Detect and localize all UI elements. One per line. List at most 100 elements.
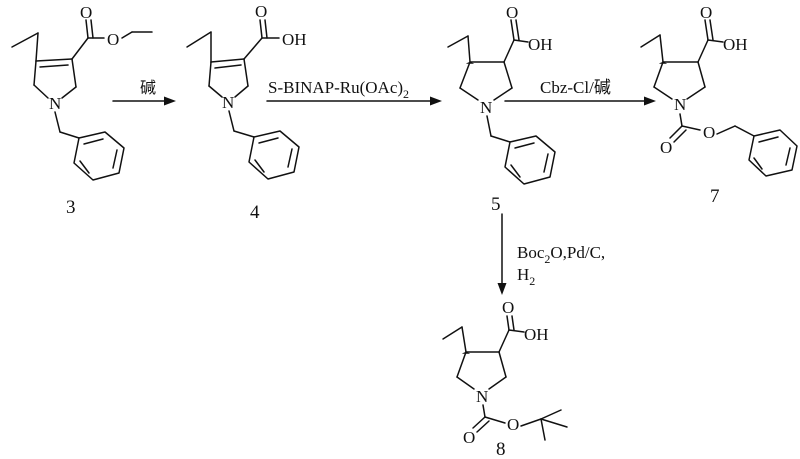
- bond: [686, 86, 706, 100]
- bond: [520, 418, 542, 427]
- bond: [121, 31, 133, 39]
- bond: [233, 130, 255, 138]
- bond: [71, 37, 89, 60]
- reagent-h-subscript: 2: [529, 274, 535, 288]
- carbamate-carbonyl-oxygen: O: [660, 138, 672, 157]
- bond: [734, 125, 755, 137]
- ring-double-bond: [258, 137, 279, 144]
- catalyst-main: S-BINAP-Ru(OAc): [268, 78, 403, 97]
- arrow-head: [430, 96, 442, 106]
- hydroxyl: OH: [528, 35, 553, 54]
- bond: [208, 61, 212, 87]
- arrow-head: [497, 283, 507, 295]
- bond: [493, 87, 513, 101]
- bond: [486, 115, 492, 137]
- double-bond: [511, 315, 515, 331]
- catalyst-subscript: 2: [403, 87, 409, 101]
- bond: [456, 376, 475, 390]
- bond: [503, 39, 515, 63]
- bond: [498, 351, 507, 378]
- nitrogen: N: [674, 95, 686, 114]
- ring-double-bond: [254, 159, 265, 173]
- bond: [447, 35, 469, 48]
- bond: [442, 326, 463, 340]
- nitrogen: N: [480, 98, 492, 117]
- reagent-line-2: H2: [517, 265, 535, 288]
- bond: [456, 351, 467, 378]
- double-bond: [472, 416, 486, 429]
- bond: [513, 39, 529, 43]
- benzene-ring: [248, 130, 300, 180]
- carbonyl-oxygen: O: [506, 3, 518, 22]
- arrow-head: [164, 96, 176, 106]
- reagent-text: Cbz-Cl/碱: [540, 78, 611, 97]
- compound-label: 5: [491, 194, 501, 215]
- compound-7: O OH N O O 7: [640, 3, 798, 207]
- bond: [461, 326, 467, 353]
- compound-4: O OH N 4: [186, 2, 307, 223]
- ring-double-bond: [758, 136, 779, 143]
- bond: [640, 34, 661, 48]
- reagent-boc-subscript: 2: [544, 252, 550, 266]
- double-bond: [85, 19, 89, 39]
- double-bond: [669, 125, 683, 139]
- carbonyl-oxygen: O: [700, 3, 712, 22]
- carbamate-oxygen: O: [507, 415, 519, 434]
- nitrogen: N: [222, 93, 234, 112]
- bond: [71, 58, 77, 88]
- carbamate-oxygen: O: [703, 123, 715, 142]
- benzene-ring: [748, 129, 798, 177]
- bond: [707, 39, 724, 43]
- reagent-cbz: Cbz-Cl/碱: [540, 78, 611, 97]
- ring-double-bond: [79, 160, 90, 174]
- bond: [33, 60, 37, 86]
- ring-double-bond: [514, 142, 535, 149]
- hydroxyl: OH: [723, 35, 748, 54]
- arrow-3-to-4: 碱: [112, 78, 176, 106]
- bond: [681, 125, 701, 131]
- hydroxyl: OH: [282, 30, 307, 49]
- bond: [467, 35, 471, 63]
- ring-double-bond: [83, 138, 104, 145]
- compound-label: 8: [496, 439, 506, 459]
- arrow-5-to-7: Cbz-Cl/碱: [504, 78, 656, 106]
- bond: [61, 86, 77, 99]
- bond: [540, 418, 546, 441]
- double-bond-inner: [39, 64, 69, 68]
- ring-double-bond: [785, 147, 791, 166]
- double-bond-inner: [214, 64, 242, 69]
- bond: [35, 32, 39, 62]
- bond: [54, 111, 61, 133]
- bond: [716, 125, 736, 135]
- bond: [697, 61, 706, 88]
- reagent-line-1: Boc2O,Pd/C,: [517, 243, 605, 266]
- bond: [498, 329, 510, 353]
- double-bond: [476, 420, 490, 433]
- bond: [33, 84, 49, 99]
- bond: [482, 404, 486, 418]
- double-bond: [506, 315, 510, 331]
- bond: [208, 85, 223, 98]
- carbamate-carbonyl-oxygen: O: [463, 428, 475, 447]
- bond: [490, 135, 511, 143]
- nitrogen: N: [476, 387, 488, 406]
- bond: [243, 37, 263, 60]
- ring-double-bond: [543, 153, 549, 173]
- bond: [459, 61, 471, 89]
- double-bond: [35, 58, 73, 62]
- bond: [484, 416, 506, 424]
- bond: [540, 409, 562, 420]
- ester-oxygen: O: [107, 30, 119, 49]
- bond: [679, 113, 683, 127]
- nitrogen: N: [49, 94, 61, 113]
- bond: [234, 85, 249, 98]
- ring-double-bond: [112, 149, 118, 169]
- bond: [488, 376, 507, 390]
- compound-label: 3: [66, 197, 76, 218]
- carbonyl-oxygen: O: [502, 298, 514, 317]
- bond: [659, 34, 664, 63]
- bond: [540, 418, 568, 428]
- hydroxyl: OH: [524, 325, 549, 344]
- bond: [653, 86, 673, 100]
- ring-double-bond: [510, 164, 521, 178]
